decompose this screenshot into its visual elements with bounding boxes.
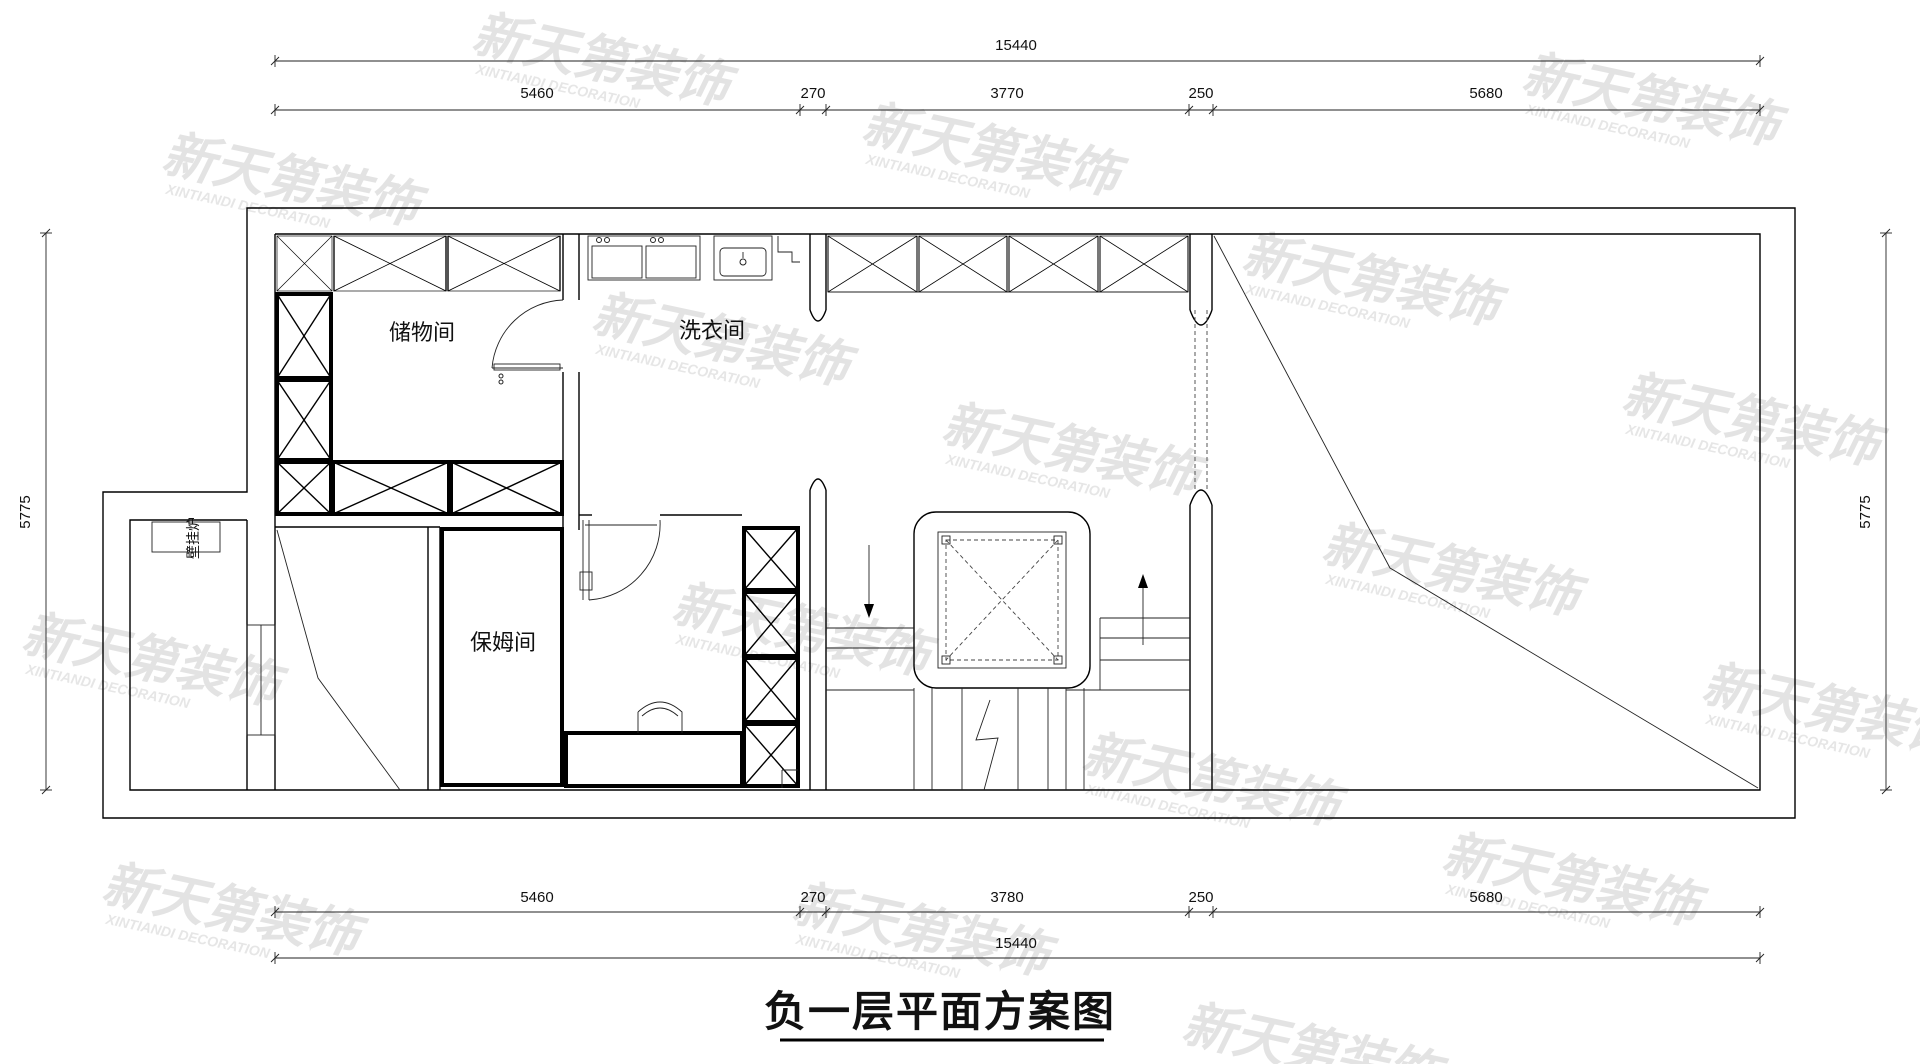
nanny-wardrobe: [742, 526, 800, 788]
boiler-label: 壁挂炉: [186, 517, 202, 559]
storage-cabinets: [276, 235, 561, 292]
nanny-bed: [440, 527, 564, 787]
garage-area: [1213, 235, 1759, 789]
svg-text:新天第装饰: 新天第装饰: [1697, 654, 1920, 768]
stair-right: [1099, 574, 1190, 691]
bottom-dim-seg-3: 3780: [990, 889, 1023, 906]
bottom-total-dimension: 15440: [995, 935, 1037, 952]
top-total-dimension: 15440: [995, 37, 1037, 54]
elevator-core: [913, 511, 1091, 689]
stair-left: [826, 545, 914, 649]
top-dim-seg-2: 270: [800, 85, 825, 102]
bottom-dim-seg-2: 270: [800, 889, 825, 906]
right-height-dimension: 5775: [1857, 495, 1874, 528]
washing-machines: [587, 235, 701, 281]
left-height-dimension: 5775: [17, 495, 34, 528]
top-dim-seg-1: 5460: [520, 85, 553, 102]
storage-door: [491, 299, 564, 385]
bottom-dim-seg-4: 250: [1188, 889, 1213, 906]
laundry-room-label: 洗衣间: [679, 319, 745, 344]
stair-down: [826, 688, 1190, 791]
top-dim-seg-3: 3770: [990, 85, 1023, 102]
bottom-dimensions: 5460 270 3780 250 5680 15440: [270, 889, 1765, 964]
laundry-sink: [713, 235, 800, 281]
left-corridor: [276, 529, 401, 791]
top-dim-seg-4: 250: [1188, 85, 1213, 102]
plan-title-text: 负一层平面方案图: [764, 987, 1116, 1036]
storage-room-label: 储物间: [389, 321, 455, 346]
top-dim-seg-5: 5680: [1469, 85, 1502, 102]
side-dimensions: 5775 5775: [17, 228, 1892, 795]
plan-title: 负一层平面方案图: [764, 987, 1116, 1042]
bottom-dim-seg-5: 5680: [1469, 889, 1502, 906]
storage-heavy-cabinets: [275, 292, 564, 516]
nanny-room-label: 保姆间: [470, 631, 536, 656]
laundry-cabinets: [827, 235, 1189, 293]
nanny-desk: [564, 701, 744, 788]
bottom-dim-seg-1: 5460: [520, 889, 553, 906]
nanny-door: [579, 519, 661, 601]
outer-walls: [102, 207, 1796, 819]
top-dimensions: 15440 5460 270 3770 250 5680: [270, 37, 1765, 116]
svg-text:新天第装饰: 新天第装饰: [1177, 994, 1452, 1064]
boiler: 壁挂炉: [151, 517, 221, 559]
